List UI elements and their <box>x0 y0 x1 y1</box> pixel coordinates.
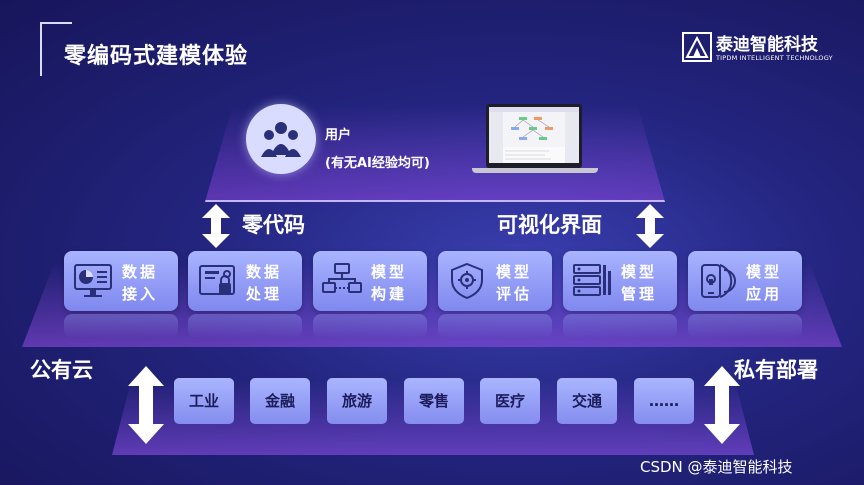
dashboard-chart-icon <box>74 264 112 297</box>
logo-mark-icon <box>682 32 712 62</box>
server-rack-icon <box>573 264 611 296</box>
logo-name: 泰迪智能科技 <box>716 35 818 55</box>
visual-interface-label: 可视化界面 <box>497 213 602 237</box>
module-model-build: 模型构建 <box>313 251 427 311</box>
user-avatar <box>246 104 316 174</box>
logo-subtitle: TIPDM INTELLIGENT TECHNOLOGY <box>716 54 833 62</box>
industry-tag: 金融 <box>250 378 310 424</box>
watermark: CSDN @泰迪智能科技 <box>640 458 793 476</box>
industry-tag: 交通 <box>557 378 617 424</box>
shield-gear-icon <box>451 262 483 300</box>
user-label: 用户 <box>325 128 352 143</box>
users-group-icon <box>261 122 301 157</box>
double-arrow-right-icon <box>636 204 664 248</box>
module-model-manage: 模型管理 <box>563 251 677 311</box>
module-label: 模型构建 <box>371 263 408 303</box>
module-reflection <box>313 314 427 338</box>
double-arrow-lower-right-icon <box>704 366 740 444</box>
title-bracket-decoration <box>40 22 72 76</box>
phone-app-icon <box>701 264 736 298</box>
module-model-evaluate: 模型评估 <box>438 251 552 311</box>
module-label: 模型管理 <box>621 263 658 303</box>
module-reflection <box>188 314 302 338</box>
module-reflection <box>438 314 552 338</box>
public-cloud-label: 公有云 <box>30 358 93 382</box>
industry-tag: 零售 <box>404 378 464 424</box>
industry-tag: 工业 <box>174 378 234 424</box>
page-title: 零编码式建模体验 <box>64 44 249 69</box>
private-deploy-label: 私有部署 <box>734 358 818 382</box>
module-label: 数据接入 <box>122 263 159 303</box>
laptop-screenshot <box>472 104 598 174</box>
user-note: (有无AI经验均可) <box>325 156 430 171</box>
double-arrow-lower-left-icon <box>128 366 164 444</box>
module-reflection <box>688 314 802 338</box>
industry-tag: 旅游 <box>327 378 387 424</box>
industry-tag: 医疗 <box>480 378 540 424</box>
network-build-icon <box>322 263 362 293</box>
module-reflection <box>563 314 677 338</box>
module-label: 模型评估 <box>496 263 533 303</box>
module-model-apply: 模型应用 <box>688 251 802 311</box>
industry-tag: …… <box>634 378 694 424</box>
module-reflection <box>64 314 178 338</box>
zero-code-label: 零代码 <box>242 213 305 237</box>
module-label: 数据处理 <box>246 263 283 303</box>
module-data-access: 数据接入 <box>64 251 178 311</box>
double-arrow-left-icon <box>202 204 230 248</box>
module-label: 模型应用 <box>746 263 783 303</box>
module-data-processing: 数据处理 <box>188 251 302 311</box>
safe-lock-icon <box>199 265 235 295</box>
